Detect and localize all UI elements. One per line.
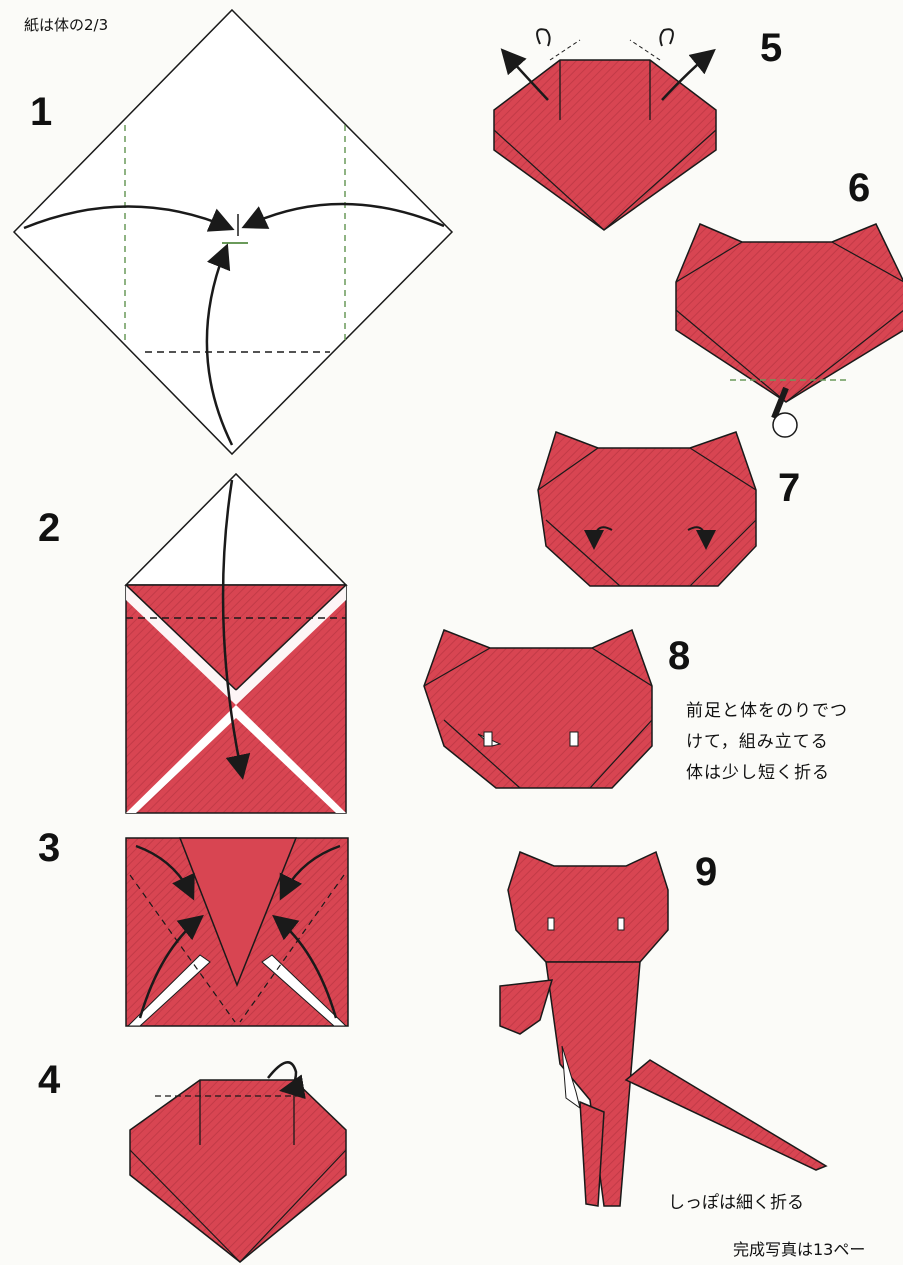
step2-diagram <box>126 474 346 813</box>
step4-diagram <box>130 1062 346 1262</box>
step6-diagram <box>676 224 903 437</box>
step9-diagram <box>500 852 826 1206</box>
step3-diagram <box>126 838 348 1026</box>
step7-diagram <box>538 432 756 586</box>
step8-diagram <box>424 630 652 788</box>
step1-diagram <box>14 10 452 454</box>
step5-diagram <box>494 29 716 230</box>
